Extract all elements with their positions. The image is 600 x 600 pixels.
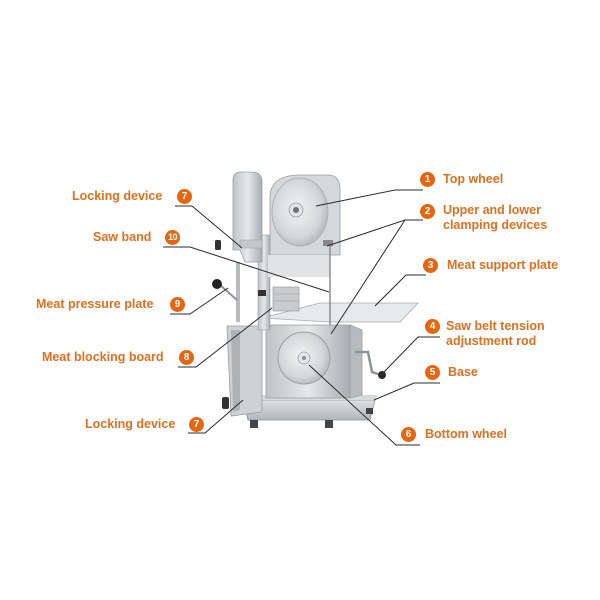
leader-line-4 — [383, 336, 440, 373]
leader-line-3 — [374, 274, 426, 307]
part-badge-1: 1 — [420, 172, 435, 187]
part-label-bottom-wheel: Bottom wheel — [425, 427, 507, 441]
part-badge-5: 5 — [425, 365, 440, 380]
leader-line-2a — [326, 219, 423, 247]
part-badge-4: 4 — [425, 319, 440, 334]
tension-rod-part — [355, 350, 386, 379]
part-label-clamping-line2: clamping devices — [443, 218, 548, 232]
base-part — [242, 395, 378, 428]
part-label-saw-band: Saw band — [93, 230, 152, 244]
part-label-clamping-line1: Upper and lower — [443, 203, 541, 217]
leader-line-5 — [373, 382, 440, 401]
part-badge-3: 3 — [423, 258, 438, 273]
leader-lines — [163, 189, 440, 446]
upper-door-part — [215, 171, 263, 263]
part-badge-6: 6 — [401, 427, 416, 442]
leader-line-2b — [330, 219, 406, 335]
leader-line-6 — [308, 364, 420, 446]
part-label-locking-device-bottom: Locking device — [85, 417, 176, 431]
part-label-tension-rod: Saw belt tension adjustment rod — [446, 319, 545, 349]
leader-line-7b — [188, 399, 244, 434]
part-label-tension-line1: Saw belt tension — [446, 319, 545, 333]
part-label-meat-blocking-board: Meat blocking board — [42, 350, 164, 364]
meat-blocking-board-part — [258, 286, 300, 312]
part-label-tension-line2: adjustment rod — [446, 334, 537, 348]
meat-pressure-arm — [212, 262, 240, 322]
part-label-meat-support-plate: Meat support plate — [447, 258, 559, 272]
leader-line-1 — [315, 189, 423, 207]
leader-line-10 — [163, 246, 330, 293]
part-label-clamping-devices: Upper and lower clamping devices — [443, 203, 547, 233]
leader-line-7a — [175, 205, 243, 249]
part-badge-10: 10 — [165, 230, 180, 245]
part-label-top-wheel: Top wheel — [443, 172, 504, 186]
part-badge-7-top: 7 — [177, 189, 192, 204]
part-label-locking-device-top: Locking device — [72, 189, 163, 203]
bottom-wheel-part — [277, 331, 331, 385]
part-label-meat-pressure-plate: Meat pressure plate — [36, 297, 154, 311]
part-badge-7-bottom: 7 — [189, 417, 204, 432]
part-badge-9: 9 — [170, 297, 185, 312]
leader-line-9 — [170, 287, 229, 315]
meat-support-plate-part — [261, 302, 419, 323]
part-badge-8: 8 — [179, 350, 194, 365]
part-badge-2: 2 — [420, 204, 435, 219]
part-label-base: Base — [448, 365, 478, 379]
leader-line-8 — [178, 307, 273, 368]
top-wheel-housing — [268, 174, 341, 277]
